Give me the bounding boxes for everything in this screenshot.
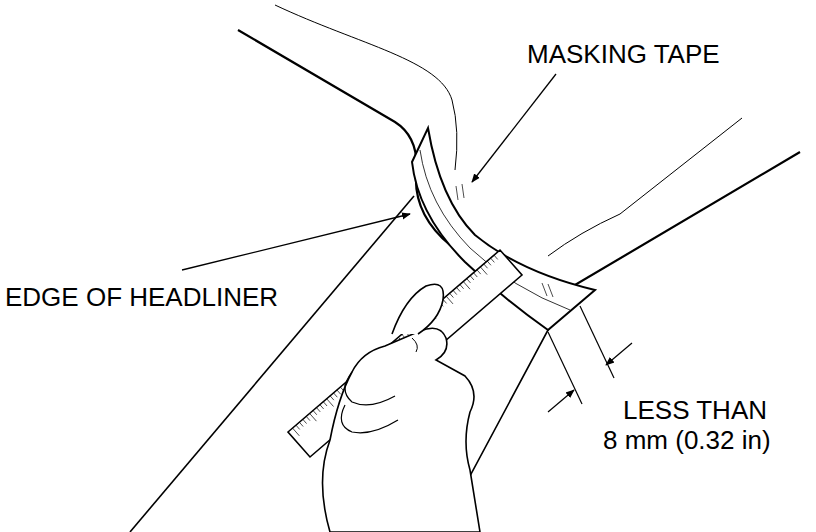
dimension-arrow [606,343,632,365]
ruler-tick [320,405,324,409]
ruler-tick [313,411,317,415]
extension-line [580,306,614,378]
ruler-tick [474,273,478,277]
ruler-tick [327,399,334,407]
leader-line [472,74,556,182]
ruler-tick [310,413,317,421]
trim-line [548,118,742,256]
ruler-tick [477,270,481,274]
ruler-tick [337,390,341,394]
ruler-tick [470,276,474,280]
thumb [392,284,443,334]
ruler-tick [323,402,327,406]
nail [412,338,417,352]
ruler-tick [446,296,453,304]
ruler-tick [460,284,464,288]
ruler-tick [306,416,310,420]
part-label: LESS THAN 8 mm (0.32 in) [601,396,789,456]
ruler-tick [456,287,460,291]
ruler-tick [463,282,470,290]
ruler-tick [467,279,471,283]
hand [323,328,481,532]
dimension-arrow [548,390,574,412]
ruler-tick [303,419,307,423]
ruler-tick [494,255,498,259]
part-label: MASKING TAPE [525,40,722,70]
finger [345,372,395,405]
ruler-tick [299,422,303,426]
ruler-tick [480,267,487,275]
ruler-tick [334,393,338,397]
part-label: EDGE OF HEADLINER [3,283,280,313]
opening-edge [238,30,800,288]
ruler-tick [487,261,491,265]
finger [341,405,398,433]
ruler-tick [316,408,320,412]
ruler-tick [484,264,488,268]
ruler-tick [293,428,300,436]
ruler-tick [453,290,457,294]
ruler-tick [491,258,495,262]
leader-line [182,214,410,270]
ruler-tick [330,396,334,400]
extension-line [548,332,582,404]
ruler-tick [450,293,454,297]
ruler-tick [296,425,300,429]
